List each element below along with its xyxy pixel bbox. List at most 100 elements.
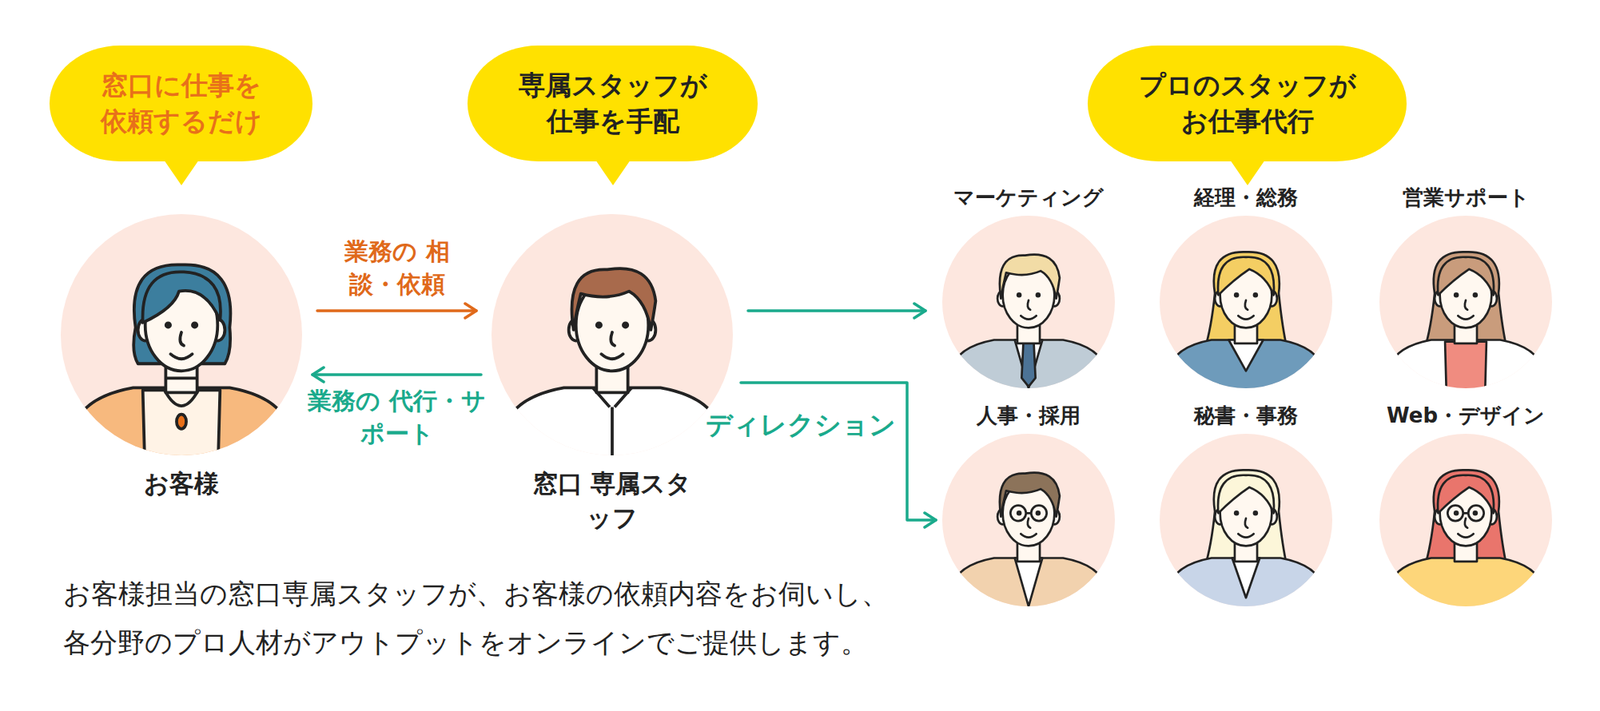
figure-part xyxy=(1383,469,1548,624)
figure-part xyxy=(497,387,728,480)
figure-part xyxy=(1217,257,1274,296)
edge-label: 業務の 代行・サポート xyxy=(306,384,488,451)
figure-part xyxy=(1163,251,1328,406)
figure-part xyxy=(1228,340,1263,372)
person-circle: マーケティング xyxy=(942,215,1115,389)
flow-arrow xyxy=(317,309,477,313)
figure-part xyxy=(946,473,1111,625)
speech-bubble: 窓口に仕事を 依頼するだけ xyxy=(49,45,313,162)
figure-part xyxy=(1383,340,1548,406)
label-holder: 秘書・事務 xyxy=(1194,401,1298,431)
figure-part xyxy=(67,264,297,480)
bubble-tail xyxy=(163,159,200,188)
bubble-text: プロのスタッフが お仕事代行 xyxy=(1132,67,1362,140)
edge-label-holder: 業務の 代行・サポート xyxy=(306,384,488,451)
figure-part xyxy=(1437,257,1494,296)
figure-part xyxy=(595,321,629,359)
person-label: マーケティング xyxy=(953,183,1104,213)
person-circle: 営業サポート xyxy=(1379,215,1553,389)
figure-part xyxy=(143,271,221,323)
figure-part xyxy=(999,254,1060,299)
person-label: お客様 xyxy=(143,466,219,502)
figure-part xyxy=(1444,342,1487,406)
figure-part xyxy=(1021,342,1035,387)
figure-part xyxy=(1453,510,1478,538)
staff-figure xyxy=(491,214,733,480)
figure-part xyxy=(593,387,632,480)
caption-text: お客様担当の窓口専属スタッフが、お客様の依頼内容をお伺いし、 各分野のプロ人材が… xyxy=(63,569,902,668)
label-holder: 営業サポート xyxy=(1402,183,1530,213)
marketing-figure xyxy=(942,215,1115,406)
figure-part xyxy=(1447,505,1484,522)
secretary-figure xyxy=(1159,433,1333,625)
speech-bubble: 専属スタッフが 仕事を手配 xyxy=(467,45,758,162)
figure-part xyxy=(1014,558,1043,607)
edge-label-holder: ディレクション xyxy=(705,406,896,444)
hr-figure xyxy=(942,433,1115,625)
figure-part xyxy=(1163,469,1328,624)
bubble-tail xyxy=(595,159,631,188)
figure-part xyxy=(1383,251,1548,406)
label-holder: マーケティング xyxy=(953,183,1104,213)
figure-part xyxy=(1232,558,1261,599)
figure-part xyxy=(1016,510,1041,538)
figure-part xyxy=(1383,558,1548,625)
figure-part xyxy=(1014,340,1043,389)
caption-holder: お客様担当の窓口専属スタッフが、お客様の依頼内容をお伺いし、 各分野のプロ人材が… xyxy=(63,569,902,668)
person-circle: Web・デザイン xyxy=(1379,433,1553,607)
bubble-tail xyxy=(1229,159,1266,188)
figure-part xyxy=(165,376,197,380)
flow-arrow xyxy=(312,373,482,377)
edge-label-holder: 業務の 相談・依頼 xyxy=(331,234,463,302)
bubble-tail-shape xyxy=(163,159,200,186)
person-label: 窓口 専属スタッフ xyxy=(530,466,694,536)
figure-part xyxy=(1163,558,1328,625)
person-circle: お客様 xyxy=(60,214,303,456)
bubble-text: 窓口に仕事を 依頼するだけ xyxy=(94,67,268,140)
bubble-tail-shape xyxy=(1229,159,1266,186)
figure-part xyxy=(999,473,1060,518)
figure-part xyxy=(1233,510,1258,538)
edge-label: 業務の 相談・依頼 xyxy=(331,234,463,302)
figure-part xyxy=(946,340,1111,406)
person-label: 営業サポート xyxy=(1402,183,1530,213)
figure-part xyxy=(946,558,1111,625)
person-circle: 窓口 専属スタッフ xyxy=(491,214,733,456)
person-circle: 経理・総務 xyxy=(1159,215,1333,389)
label-holder: お客様 xyxy=(143,466,219,502)
person-label: 人事・採用 xyxy=(976,401,1081,431)
customer-figure xyxy=(60,214,303,480)
figure-part xyxy=(571,268,656,331)
figure-part xyxy=(164,390,199,406)
label-holder: Web・デザイン xyxy=(1386,401,1545,431)
figure-part xyxy=(1437,475,1494,514)
figure-part xyxy=(143,390,221,480)
person-circle: 人事・採用 xyxy=(942,433,1115,607)
label-holder: 窓口 専属スタッフ xyxy=(530,466,694,536)
person-circle: 秘書・事務 xyxy=(1159,433,1333,607)
edge-label: ディレクション xyxy=(705,406,896,444)
figure-part xyxy=(1453,292,1478,319)
figure-part xyxy=(497,268,728,480)
figure-part xyxy=(176,414,187,430)
bubble-text: 専属スタッフが 仕事を手配 xyxy=(512,67,713,140)
label-holder: 経理・総務 xyxy=(1194,183,1298,213)
person-label: 経理・総務 xyxy=(1194,183,1298,213)
accounting-figure xyxy=(1159,215,1333,406)
sales-figure xyxy=(1379,215,1553,406)
figure-part xyxy=(67,387,297,480)
person-label: Web・デザイン xyxy=(1386,401,1545,431)
figure-part xyxy=(1217,475,1274,514)
speech-bubble: プロのスタッフが お仕事代行 xyxy=(1087,45,1407,162)
figure-part xyxy=(1010,505,1047,522)
figure-part xyxy=(164,321,199,359)
bubble-tail-shape xyxy=(595,159,631,186)
figure-part xyxy=(1016,292,1041,319)
label-holder: 人事・採用 xyxy=(976,401,1081,431)
flow-arrow xyxy=(748,309,926,313)
person-label: 秘書・事務 xyxy=(1194,401,1298,431)
flow-arrow xyxy=(740,382,936,521)
figure-part xyxy=(1233,292,1258,319)
figure-part xyxy=(946,254,1111,406)
